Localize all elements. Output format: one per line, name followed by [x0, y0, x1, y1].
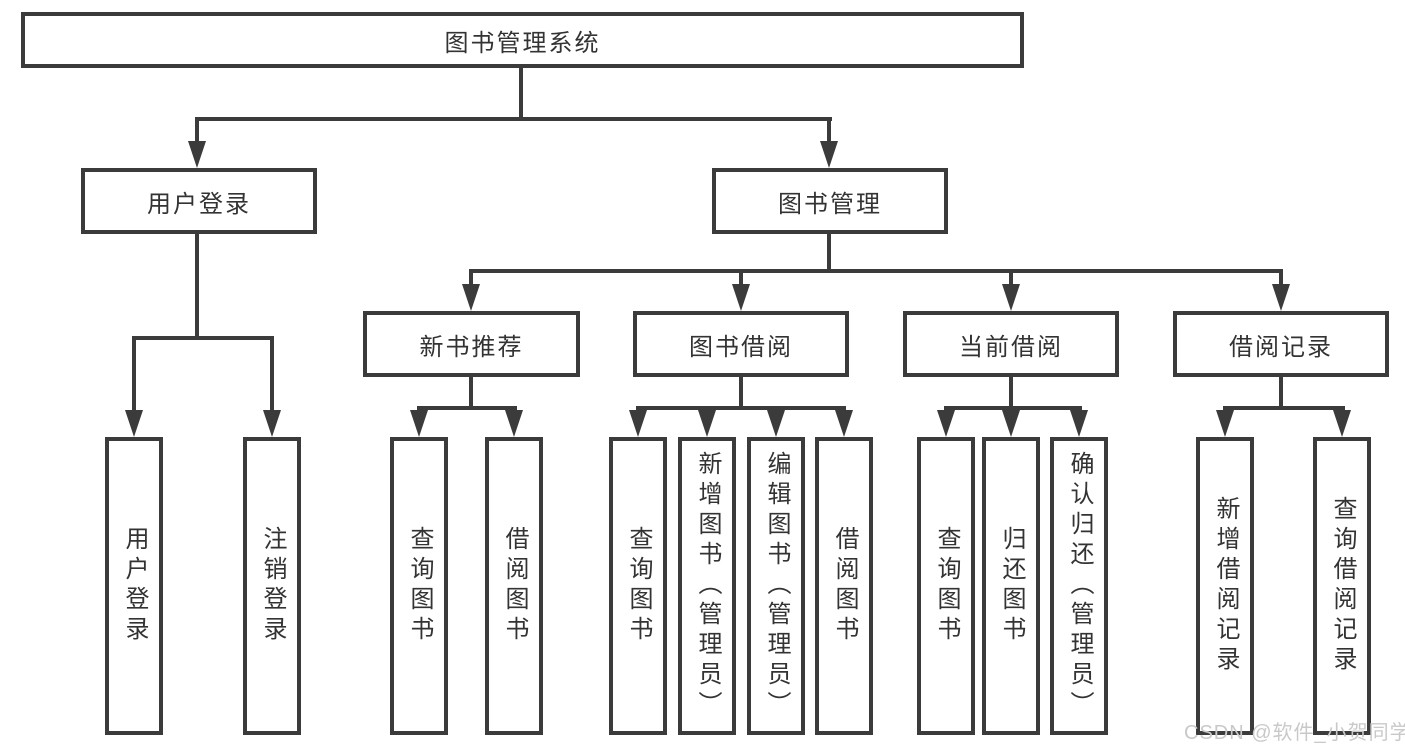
leaf-query-book-c: 查询图书	[917, 437, 975, 735]
node-user-login: 用户登录	[81, 168, 317, 234]
leaf-add-record: 新增借阅记录	[1196, 437, 1254, 735]
arrowhead-borrow-records	[1272, 284, 1290, 311]
node-book-mgmt: 图书管理	[712, 168, 948, 234]
connector-level1-rail	[196, 117, 832, 121]
connector-borrow-records-drop	[1279, 376, 1283, 408]
arrowhead-new-book-rec	[462, 284, 480, 311]
leaf-query-book-b-label: 查询图书	[625, 526, 652, 646]
arrowhead-borrow-book-a	[505, 410, 523, 437]
connector-to-book-borrow	[739, 269, 743, 285]
node-library-system-label: 图书管理系统	[444, 29, 601, 57]
arrowhead-book-borrow	[732, 284, 750, 311]
connector-borrow-records-rail	[1223, 406, 1345, 410]
leaf-return-book: 归还图书	[982, 437, 1040, 735]
leaf-add-record-label: 新增借阅记录	[1212, 496, 1239, 676]
arrowhead-user-login	[188, 141, 206, 168]
connector-to-new-book-rec	[469, 269, 473, 285]
connector-to-leaf-logout	[270, 336, 274, 412]
node-book-borrow-label: 图书借阅	[689, 333, 793, 361]
leaf-borrow-book-a: 借阅图书	[485, 437, 543, 735]
leaf-query-book-c-label: 查询图书	[933, 526, 960, 646]
arrowhead-edit-book	[767, 410, 785, 437]
leaf-logout-label: 注销登录	[259, 526, 286, 646]
leaf-edit-book: 编辑图书（管理员）	[747, 437, 805, 735]
connector-level2-rail	[469, 269, 1283, 273]
connector-book-borrow-drop	[739, 376, 743, 408]
arrowhead-leaf-logout	[263, 410, 281, 437]
connector-to-borrow-records	[1279, 269, 1283, 285]
node-new-book-rec: 新书推荐	[363, 311, 580, 377]
node-library-system: 图书管理系统	[21, 12, 1024, 68]
connector-user-login-drop	[195, 234, 199, 338]
connector-current-borrow-drop	[1009, 376, 1013, 408]
arrowhead-query-record	[1333, 410, 1351, 437]
arrowhead-confirm-return	[1070, 410, 1088, 437]
connector-to-user-login	[195, 117, 199, 143]
leaf-add-book-label: 新增图书（管理员）	[694, 451, 721, 721]
node-book-borrow: 图书借阅	[633, 311, 849, 377]
arrowhead-add-record	[1216, 410, 1234, 437]
connector-to-book-mgmt	[827, 117, 831, 143]
leaf-user-login-label: 用户登录	[121, 526, 148, 646]
leaf-confirm-return-label: 确认归还（管理员）	[1066, 451, 1093, 721]
leaf-edit-book-label: 编辑图书（管理员）	[763, 451, 790, 721]
node-book-mgmt-label: 图书管理	[778, 190, 882, 218]
node-user-login-label: 用户登录	[147, 190, 251, 218]
leaf-add-book: 新增图书（管理员）	[678, 437, 736, 735]
leaf-query-book-a: 查询图书	[390, 437, 448, 735]
connector-root-drop	[519, 66, 523, 120]
arrowhead-borrow-book-b	[835, 410, 853, 437]
leaf-confirm-return: 确认归还（管理员）	[1050, 437, 1108, 735]
connector-new-book-rec-rail	[417, 406, 517, 410]
leaf-user-login: 用户登录	[105, 437, 163, 735]
leaf-logout: 注销登录	[243, 437, 301, 735]
connector-book-borrow-rail	[636, 406, 846, 410]
leaf-query-record-label: 查询借阅记录	[1329, 496, 1356, 676]
leaf-borrow-book-b-label: 借阅图书	[831, 526, 858, 646]
leaf-query-book-b: 查询图书	[609, 437, 667, 735]
csdn-watermark: CSDN @软件_小贺同学	[1184, 722, 1405, 744]
connector-current-borrow-rail	[944, 406, 1082, 410]
node-current-borrow-label: 当前借阅	[959, 333, 1063, 361]
node-current-borrow: 当前借阅	[903, 311, 1119, 377]
leaf-borrow-book-a-label: 借阅图书	[501, 526, 528, 646]
connector-to-leaf-user-login	[132, 336, 136, 412]
leaf-query-record: 查询借阅记录	[1313, 437, 1371, 735]
arrowhead-add-book	[698, 410, 716, 437]
connector-to-current-borrow	[1009, 269, 1013, 285]
arrowhead-query-book-a	[410, 410, 428, 437]
arrowhead-leaf-user-login	[125, 410, 143, 437]
arrowhead-current-borrow	[1002, 284, 1020, 311]
leaf-return-book-label: 归还图书	[998, 526, 1025, 646]
arrowhead-query-book-c	[937, 410, 955, 437]
node-borrow-records-label: 借阅记录	[1229, 333, 1333, 361]
connector-user-login-rail	[132, 336, 274, 340]
connector-new-book-rec-drop	[469, 376, 473, 408]
leaf-borrow-book-b: 借阅图书	[815, 437, 873, 735]
arrowhead-return-book	[1002, 410, 1020, 437]
arrowhead-query-book-b	[629, 410, 647, 437]
arrowhead-book-mgmt	[820, 141, 838, 168]
leaf-query-book-a-label: 查询图书	[406, 526, 433, 646]
node-borrow-records: 借阅记录	[1173, 311, 1389, 377]
connector-book-mgmt-drop	[827, 234, 831, 272]
node-new-book-rec-label: 新书推荐	[419, 333, 524, 361]
